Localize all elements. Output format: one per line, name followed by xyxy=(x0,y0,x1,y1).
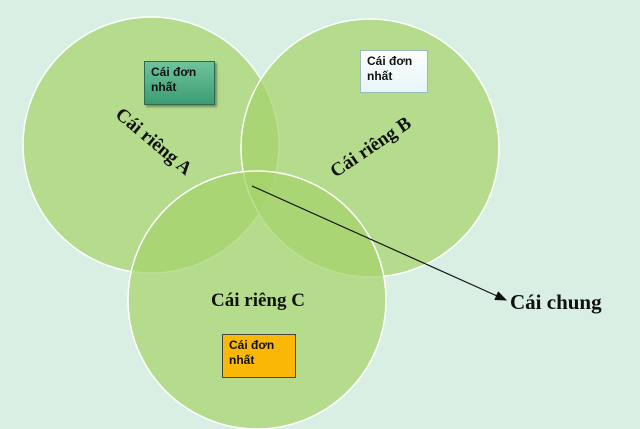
unique-box-b: Cái đơn nhất xyxy=(360,50,428,93)
unique-box-c: Cái đơn nhất xyxy=(222,334,296,378)
common-label: Cái chung xyxy=(510,290,602,314)
common-arrow xyxy=(251,185,508,301)
set-c-label: Cái riêng C xyxy=(211,290,305,311)
unique-box-a: Cái đơn nhất xyxy=(144,61,215,105)
set-c-circle xyxy=(127,170,387,429)
